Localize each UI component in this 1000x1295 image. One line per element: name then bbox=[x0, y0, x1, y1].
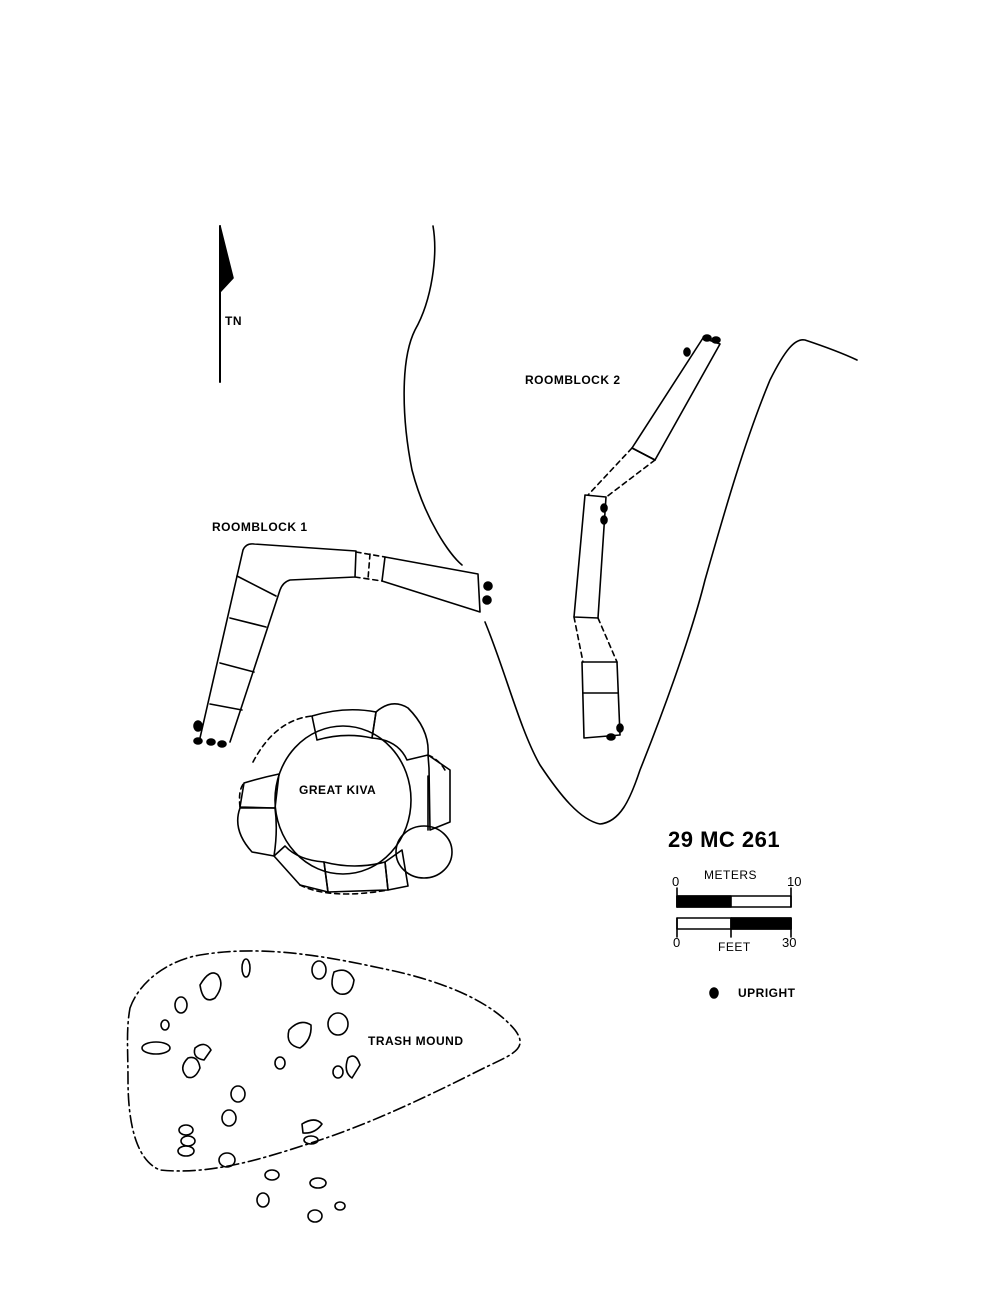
feet-min: 0 bbox=[673, 935, 681, 950]
trash-mound-outline bbox=[128, 951, 521, 1171]
upright-legend-label: UPRIGHT bbox=[738, 986, 796, 1000]
roomblock-2-label: ROOMBLOCK 2 bbox=[525, 373, 621, 387]
site-number: 29 MC 261 bbox=[668, 827, 781, 852]
meters-label: METERS bbox=[704, 868, 758, 882]
meters-max: 10 bbox=[787, 874, 802, 889]
great-kiva bbox=[238, 704, 452, 894]
trash-mound-label: TRASH MOUND bbox=[368, 1034, 464, 1048]
north-arrow-label: TN bbox=[225, 314, 242, 328]
feet-label: FEET bbox=[718, 940, 751, 954]
roomblock-1-label: ROOMBLOCK 1 bbox=[212, 520, 308, 534]
scale-bar-feet bbox=[677, 918, 791, 937]
scale-bar-meters bbox=[677, 888, 791, 907]
north-arrow-icon bbox=[220, 226, 233, 382]
trash-mound-stones bbox=[142, 959, 360, 1222]
upright-stones bbox=[194, 335, 720, 747]
great-kiva-label: GREAT KIVA bbox=[299, 783, 377, 797]
feet-max: 30 bbox=[782, 935, 797, 950]
terrain-contour bbox=[404, 226, 857, 824]
roomblock-2 bbox=[574, 338, 720, 738]
upright-stone-icon bbox=[710, 988, 718, 998]
meters-min: 0 bbox=[672, 874, 680, 889]
roomblock-1 bbox=[200, 544, 480, 742]
